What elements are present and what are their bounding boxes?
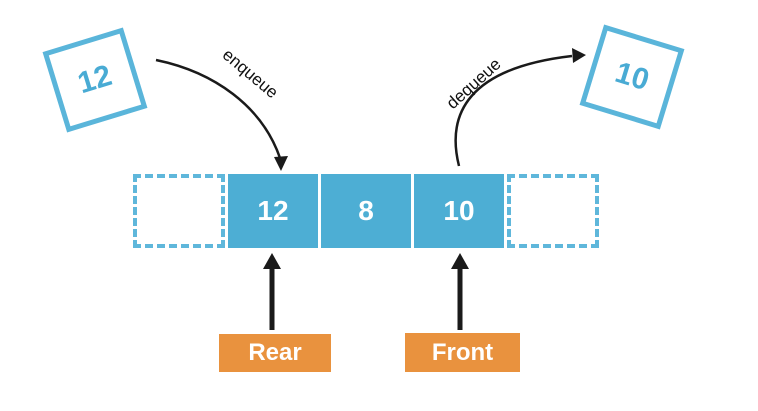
queue-cell-middle: 8: [321, 174, 411, 248]
queue-cell-empty-left: [133, 174, 225, 248]
dequeue-item-box: 10: [579, 24, 685, 130]
dequeue-arrowhead-icon: [572, 48, 586, 63]
queue-cell-rear: 12: [228, 174, 318, 248]
enqueue-label: enqueue: [218, 45, 282, 103]
rear-pointer-tag: Rear: [219, 334, 331, 372]
queue-cell-front: 10: [414, 174, 504, 248]
front-pointer-arrowhead-icon: [451, 253, 469, 269]
queue-cell-empty-right: [507, 174, 599, 248]
enqueue-arrowhead-icon: [274, 156, 288, 171]
dequeue-label: dequeue: [442, 54, 505, 113]
dequeue-item-value: 10: [611, 55, 653, 98]
queue-array: 12 8 10: [133, 174, 599, 248]
front-pointer-tag: Front: [405, 333, 520, 372]
enqueue-item-value: 12: [74, 58, 116, 101]
enqueue-item-box: 12: [42, 27, 148, 133]
rear-pointer-arrowhead-icon: [263, 253, 281, 269]
